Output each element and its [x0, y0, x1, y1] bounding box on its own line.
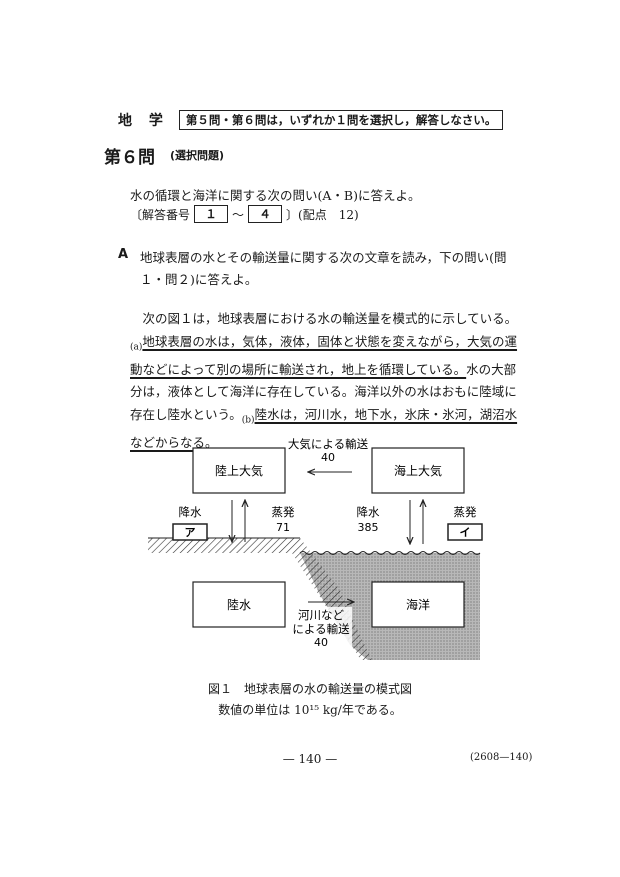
subject-header: 地 学 第５問・第６問は，いずれか１問を選択し，解答しなさい。	[118, 110, 504, 130]
answer-box-to: ４	[248, 205, 283, 223]
land-atmosphere-box	[192, 447, 286, 494]
land-water-label: 陸水	[227, 598, 251, 612]
mark-a: (a)	[130, 342, 143, 352]
ocean-label: 海洋	[406, 597, 430, 612]
sea-evap-answer-box	[447, 523, 483, 541]
land-precip-answer-box	[172, 523, 208, 541]
answer-sep: 〜	[232, 207, 245, 222]
land-evap-value: 71	[276, 521, 290, 534]
ocean-box	[371, 581, 465, 628]
answer-box-from: １	[194, 205, 229, 223]
river-transport-line1: 河川など	[298, 608, 344, 622]
question-intro: 水の循環と海洋に関する次の問い(A・B)に答えよ。	[130, 188, 421, 203]
land-water-box	[192, 581, 286, 628]
subject-title: 地 学	[118, 113, 169, 129]
sea-atmosphere-box	[371, 447, 465, 494]
para-start: 次の図１は，地球表層における水の輸送量を模式的に示している。	[142, 311, 518, 326]
selection-note: 第５問・第６問は，いずれか１問を選択し，解答しなさい。	[178, 110, 504, 130]
question-title: 第６問	[104, 148, 155, 168]
section-a-instruction: 地球表層の水とその輸送量に関する次の文章を読み，下の問い(問１・問２)に答えよ。	[140, 250, 507, 287]
river-transport-line2: による輸送	[292, 622, 350, 636]
river-transport-value: 40	[314, 636, 328, 649]
atm-transport-value: 40	[321, 451, 335, 464]
question-subtitle: (選択問題)	[170, 149, 225, 162]
answer-suffix: 〕(配点 12)	[286, 207, 359, 222]
land-precip-label: 降水	[179, 505, 202, 519]
atm-transport-label: 大気による輸送	[288, 437, 369, 451]
figure-caption: 図１ 地球表層の水の輸送量の模式図	[207, 682, 412, 696]
sea-precip-label: 降水	[357, 505, 380, 519]
answer-range: 〔解答番号 １ 〜 ４ 〕(配点 12)	[130, 205, 359, 223]
sea-evap-label: 蒸発	[454, 505, 477, 519]
land-precip-answer-label: ア	[185, 526, 196, 539]
mark-b: (b)	[241, 415, 255, 425]
answer-prefix: 〔解答番号	[130, 207, 191, 222]
sea-precip-value: 385	[358, 521, 379, 534]
land-evap-label: 蒸発	[272, 505, 295, 519]
section-a-paragraph: 次の図１は，地球表層における水の輸送量を模式的に示している。 (a)地球表層の水は…	[130, 308, 520, 454]
section-a-label: A	[118, 247, 129, 262]
para-mid: 水の大部分は，液体として海洋に存在している。海洋以外の水はおもに陸域に存在し陸水…	[130, 361, 517, 422]
land-atmosphere-label: 陸上大気	[215, 463, 263, 478]
page-code: (2608—140)	[470, 752, 533, 763]
figure-1-diagram: 陸上大気 海上大気 大気による輸送 40 降水 ア 蒸発 71 降水 385 蒸…	[148, 437, 483, 660]
sea-evap-answer-label: イ	[460, 526, 471, 539]
sea-surface-line	[299, 551, 481, 555]
sea-atmosphere-label: 海上大気	[394, 463, 442, 478]
figure-unit-note: 数値の単位は 10¹⁵ kg/年である。	[218, 703, 402, 717]
land-surface	[148, 538, 372, 660]
underline-a: 地球表層の水は，気体，液体，固体と状態を変えながら，大気の運動などによって別の場…	[130, 333, 518, 377]
page-number: — 140 —	[282, 752, 338, 766]
underline-b: 陸水は，河川水，地下水，氷床・氷河，湖沼水などからなる。	[130, 406, 518, 450]
